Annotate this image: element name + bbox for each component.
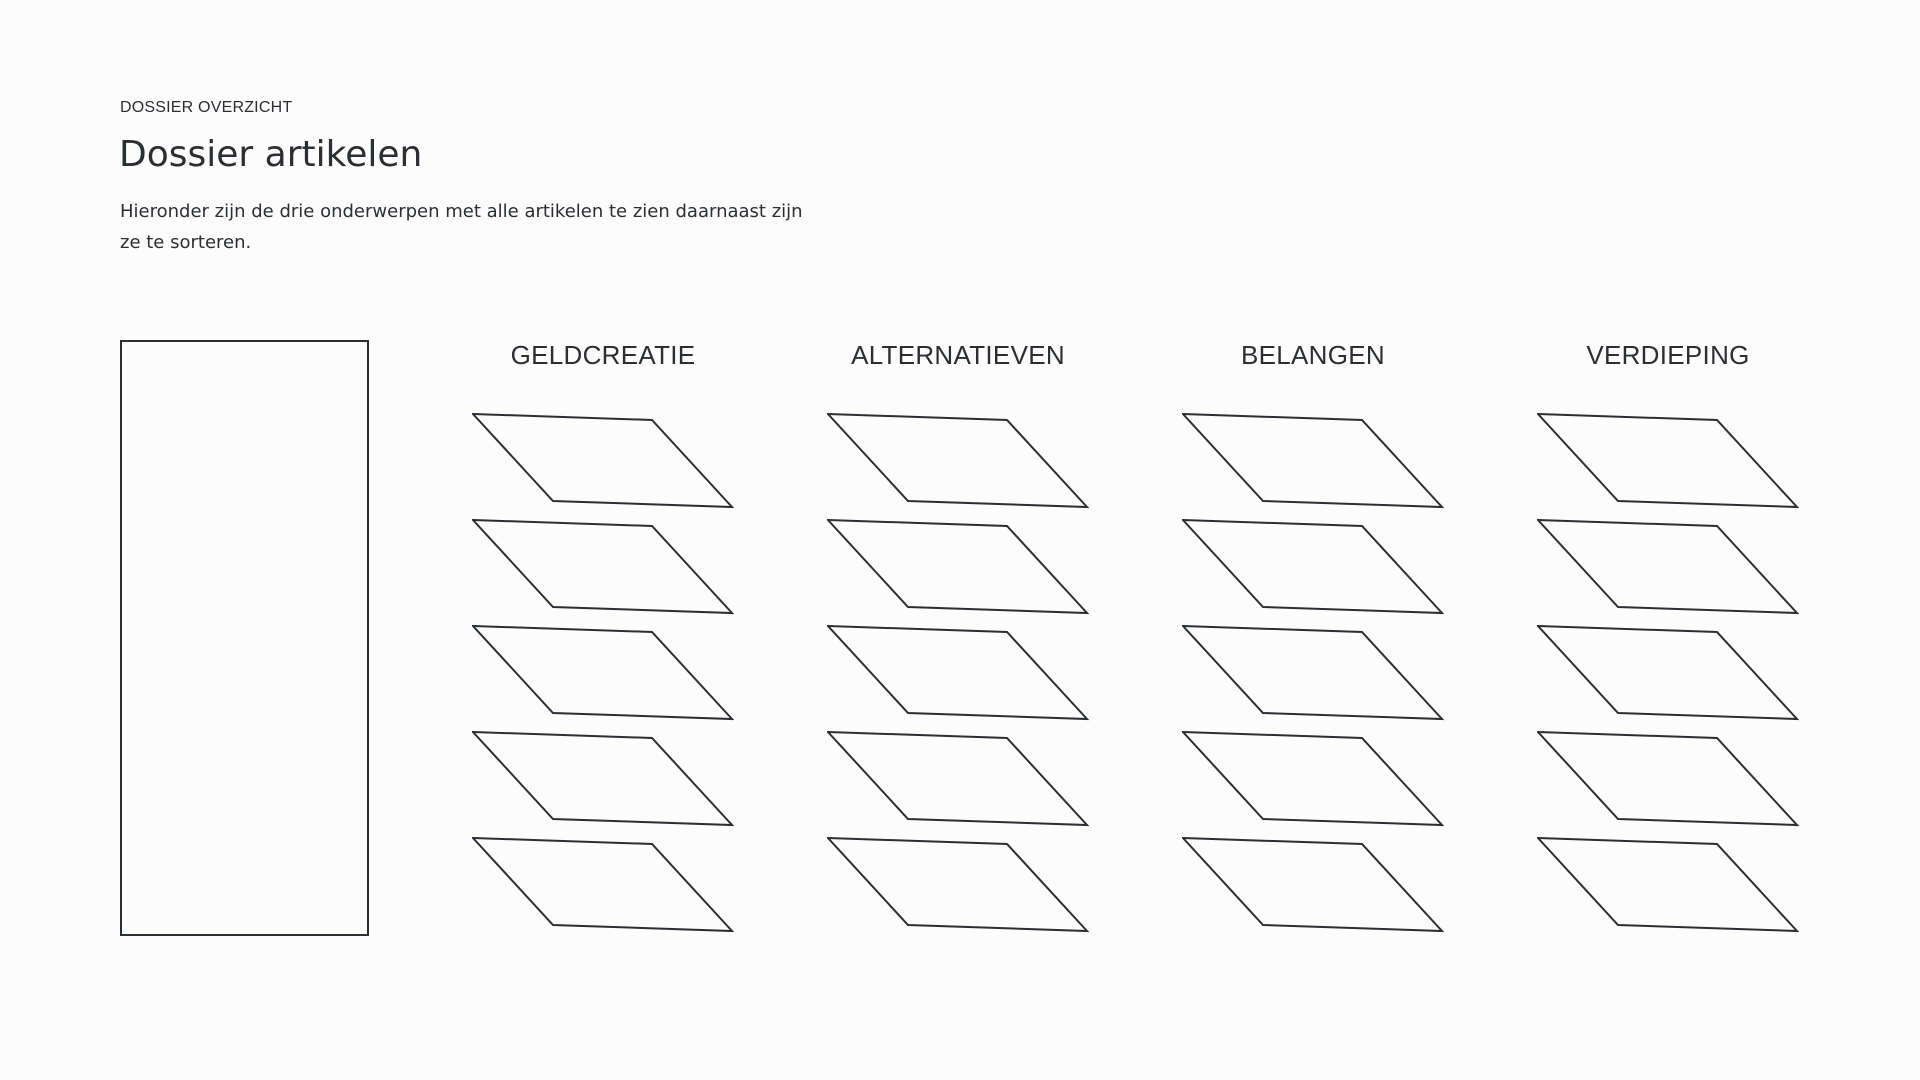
column-geldcreatie: GELDCREATIE xyxy=(472,340,734,933)
column-heading: VERDIEPING xyxy=(1586,340,1750,370)
article-card[interactable] xyxy=(1537,625,1799,721)
article-card[interactable] xyxy=(1537,837,1799,933)
article-card[interactable] xyxy=(1182,413,1444,509)
article-card-shape xyxy=(1537,625,1799,721)
article-card[interactable] xyxy=(472,731,734,827)
article-card-shape xyxy=(1182,519,1444,615)
article-card[interactable] xyxy=(472,519,734,615)
article-card-shape xyxy=(827,413,1089,509)
article-card-shape xyxy=(827,625,1089,721)
column-heading: BELANGEN xyxy=(1240,340,1385,370)
article-card[interactable] xyxy=(472,837,734,933)
article-card[interactable] xyxy=(1182,731,1444,827)
column-belangen: BELANGEN xyxy=(1182,340,1444,933)
article-card[interactable] xyxy=(1182,519,1444,615)
article-card-shape xyxy=(472,413,734,509)
section-eyebrow: DOSSIER OVERZICHT xyxy=(120,99,293,116)
column-heading: ALTERNATIEVEN xyxy=(851,340,1065,370)
article-card-shape xyxy=(827,731,1089,827)
article-card[interactable] xyxy=(1537,731,1799,827)
column-alternatieven: ALTERNATIEVEN xyxy=(827,340,1089,933)
article-card[interactable] xyxy=(827,413,1089,509)
article-card[interactable] xyxy=(827,519,1089,615)
article-card[interactable] xyxy=(472,625,734,721)
column-heading: GELDCREATIE xyxy=(510,340,696,370)
sort-panel[interactable] xyxy=(120,340,369,936)
article-card-shape xyxy=(1537,519,1799,615)
article-card-shape xyxy=(1182,837,1444,933)
article-card-shape xyxy=(1182,625,1444,721)
article-card[interactable] xyxy=(1537,413,1799,509)
article-card-shape xyxy=(1537,413,1799,509)
article-card[interactable] xyxy=(827,625,1089,721)
article-card-shape xyxy=(1537,731,1799,827)
article-card-shape xyxy=(1537,837,1799,933)
article-card[interactable] xyxy=(472,413,734,509)
article-card[interactable] xyxy=(1182,837,1444,933)
article-card-shape xyxy=(827,519,1089,615)
article-card[interactable] xyxy=(1182,625,1444,721)
article-card-shape xyxy=(1182,413,1444,509)
article-card-shape xyxy=(1182,731,1444,827)
article-card-shape xyxy=(472,519,734,615)
article-card-shape xyxy=(472,625,734,721)
article-card[interactable] xyxy=(1537,519,1799,615)
article-card-shape xyxy=(827,837,1089,933)
intro-text: Hieronder zijn de drie onderwerpen met a… xyxy=(120,201,803,253)
page-title: Dossier artikelen xyxy=(119,134,423,175)
article-card[interactable] xyxy=(827,731,1089,827)
column-verdieping: VERDIEPING xyxy=(1537,340,1799,933)
article-card-shape xyxy=(472,731,734,827)
article-card[interactable] xyxy=(827,837,1089,933)
article-card-shape xyxy=(472,837,734,933)
